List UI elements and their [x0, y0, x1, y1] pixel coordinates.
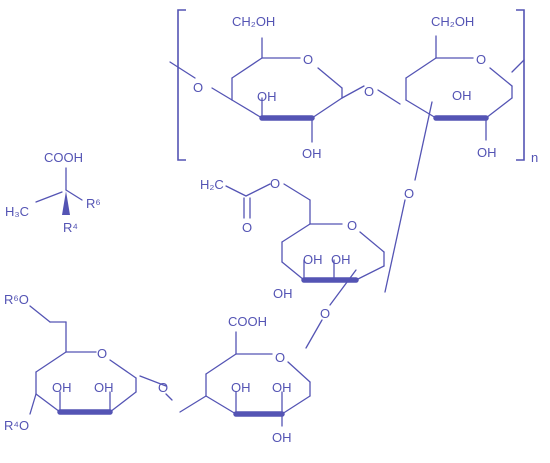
- glca-ring-oxygen-label: O: [275, 350, 285, 365]
- acetyl-carbonyl-oxygen-label: O: [242, 220, 252, 235]
- pyruvate-r6-label: R⁶: [86, 196, 101, 211]
- pyruvate-r4-label: R⁴: [63, 220, 78, 235]
- ring2-ch2oh-label: CH₂OH: [431, 14, 474, 29]
- mannose-oh-c3-label: OH: [303, 252, 323, 267]
- mannose-ring-oxygen-label: O: [347, 218, 357, 233]
- terminal-ring-oxygen-label: O: [97, 346, 107, 361]
- terminal-r6o-label: R⁶O: [4, 292, 29, 307]
- acetyl-mannose-ring: H₂C O O O OH OH OH: [200, 176, 385, 301]
- mannose-oh-c4-label: OH: [273, 286, 293, 301]
- glucuronic-acid-ring: COOH O OH OH OH: [205, 314, 311, 445]
- backbone-glucose-ring-2: CH₂OH O OH OH: [405, 14, 525, 160]
- repeat-count-label: n: [531, 150, 538, 165]
- pyruvate-cooh-label: COOH: [44, 150, 83, 165]
- branch-oxygen-label: O: [404, 186, 414, 201]
- link12-oxygen-label: O: [364, 84, 374, 99]
- backbone-glucose-ring-1: CH₂OH O O OH OH: [169, 14, 343, 161]
- glycosidic-link-glca-terminal: O: [139, 375, 207, 413]
- terminal-r4o-label: R⁴O: [4, 418, 29, 433]
- ring2-ring-oxygen-label: O: [476, 52, 486, 67]
- left-bracket: [177, 9, 186, 161]
- glycosidic-link-1-2: O: [341, 84, 401, 105]
- glca-oh-c3-label: OH: [231, 380, 251, 395]
- ring1-oh-c3-label: OH: [257, 89, 277, 104]
- pyruvate-substituent: COOH H₃C R⁶ R⁴: [5, 150, 101, 235]
- link-gt-oxygen-label: O: [158, 380, 168, 395]
- glca-cooh-label: COOH: [228, 314, 267, 329]
- acetyl-h2c-label: H₂C: [200, 177, 224, 192]
- mannose-oh-c2-label: OH: [331, 252, 351, 267]
- right-bracket: [516, 9, 525, 161]
- pyruvate-h3c-label: H₃C: [5, 204, 29, 219]
- branch-link-to-mannose: O: [384, 101, 433, 293]
- link-mg-oxygen-label: O: [320, 306, 330, 321]
- terminal-oh-c2-label: OH: [94, 380, 114, 395]
- terminal-mannose-ring: R⁶O O OH OH R⁴O: [4, 292, 137, 433]
- ring1-oh-c2-label: OH: [302, 146, 322, 161]
- ring1-ch2oh-label: CH₂OH: [232, 14, 275, 29]
- glca-oh-c1-label: OH: [272, 430, 292, 445]
- glycosidic-link-mannose-glca: O: [305, 269, 357, 349]
- glca-oh-c2-label: OH: [272, 380, 292, 395]
- acetyl-ester-oxygen-label: O: [270, 176, 280, 191]
- ring1-ring-oxygen-label: O: [303, 52, 313, 67]
- ring2-oh-c2-label: OH: [477, 145, 497, 160]
- terminal-oh-c3-label: OH: [52, 380, 72, 395]
- ring2-oh-c3-label: OH: [452, 88, 472, 103]
- ring1-glycosidic-oxygen-label: O: [193, 80, 203, 95]
- repeat-unit-brackets: n: [177, 9, 538, 165]
